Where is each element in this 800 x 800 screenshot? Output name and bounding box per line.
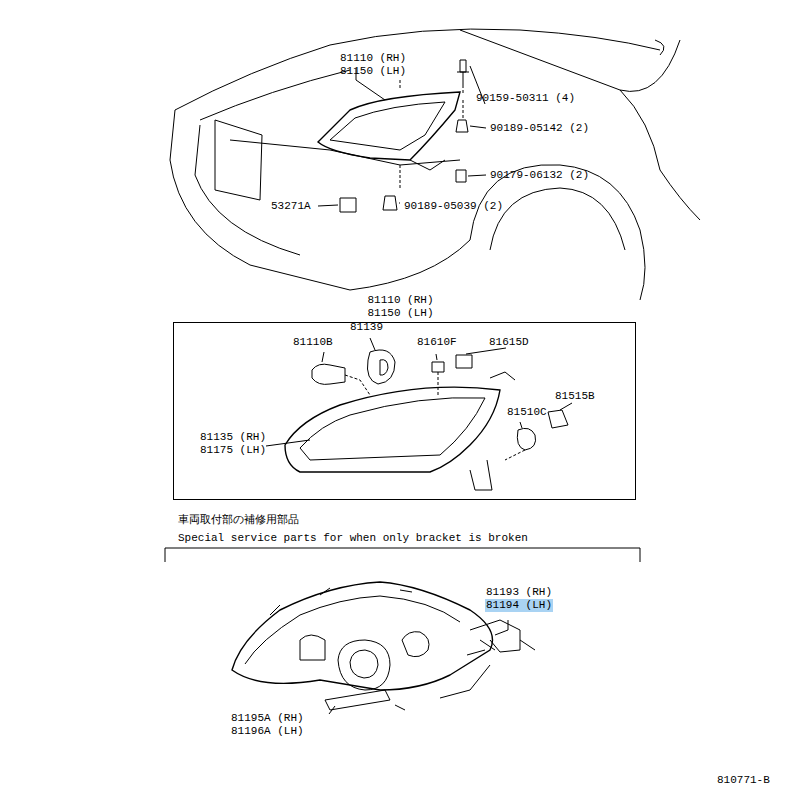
callout-number: 53271A: [270, 200, 312, 213]
assembly-number: 81110 (RH) 81150 (LH): [368, 294, 442, 320]
callout-number: 90189-05039 (2): [403, 200, 504, 213]
callout-number: 81515B: [554, 390, 596, 403]
callout-number: 81195A (RH): [230, 712, 305, 725]
callout-number: 81135 (RH): [199, 431, 267, 444]
callout-number: 81110 (RH): [339, 52, 407, 65]
assembly-frame: 81110 (RH) 81150 (LH): [173, 294, 636, 500]
callout-number: 81610F: [416, 336, 458, 349]
callout-number: 81615D: [488, 336, 530, 349]
section-note: 車両取付部の補修用部品: [177, 514, 300, 527]
callout-number: 81194 (LH): [485, 599, 553, 612]
callout-number: 90179-06132 (2): [489, 169, 590, 182]
figure-number: 810771-B: [716, 774, 771, 787]
callout-number: 81110B: [292, 336, 334, 349]
callout-number: 90159-50311 (4): [475, 92, 576, 105]
callout-number: 81175 (LH): [199, 444, 267, 457]
frame-border: [173, 322, 636, 500]
callout-number: 90189-05142 (2): [489, 122, 590, 135]
callout-number: 81193 (RH): [485, 586, 553, 599]
callout-number: 81510C: [506, 406, 548, 419]
section-note: Special service parts for when only brac…: [177, 532, 529, 545]
callout-number: 81196A (LH): [230, 725, 305, 738]
callout-number: 81150 (LH): [339, 65, 407, 78]
